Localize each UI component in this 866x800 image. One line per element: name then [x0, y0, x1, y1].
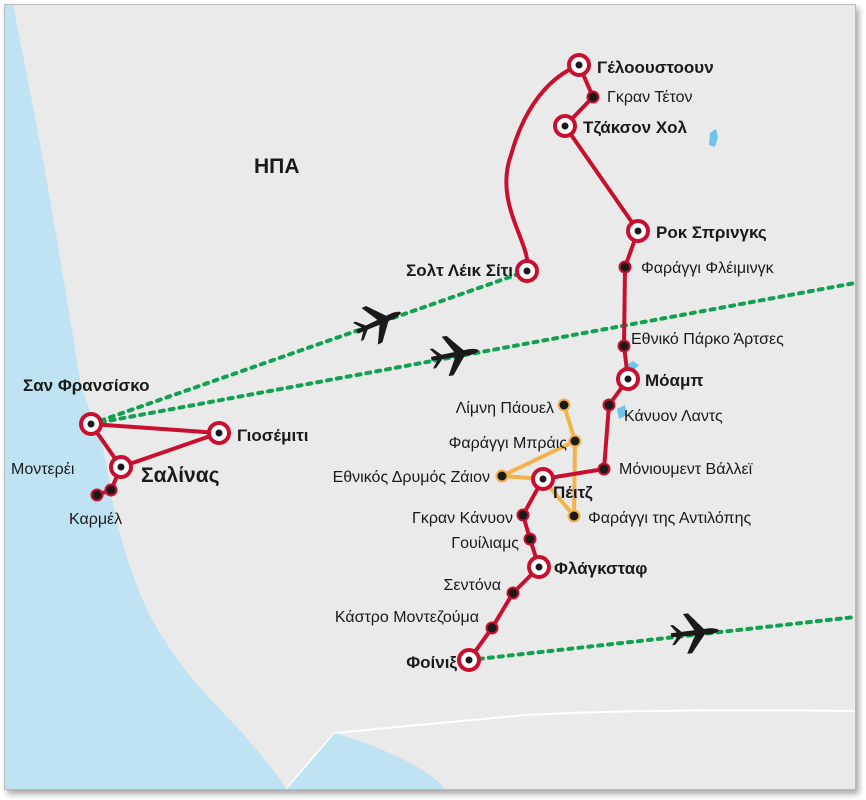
place-label-salt-lake-city: Σολτ Λέικ Σίτι	[406, 261, 513, 280]
place-label-moab: Μόαμπ	[645, 371, 703, 390]
stop-center-dot	[465, 656, 473, 664]
stop-center-dot	[523, 267, 531, 275]
place-label-zion: Εθνικός Δρυμός Ζάιον	[333, 469, 490, 486]
place-label-yosemite: Γιοσέμιτι	[237, 426, 309, 445]
airplane-icon	[429, 335, 479, 377]
stop-dot	[586, 90, 600, 104]
place-label-canyonlands: Κάνυον Λαντς	[624, 408, 723, 425]
california-route-line	[89, 422, 221, 469]
stop-dot	[567, 509, 581, 523]
stop-dot	[523, 532, 537, 546]
pacific-ocean	[5, 5, 287, 789]
stop-dot	[557, 398, 571, 412]
place-label-arches: Εθνικό Πάρκο Άρτσες	[631, 331, 784, 348]
mexico-border	[286, 709, 855, 789]
place-label-yellowstone: Γέλοουστοουν	[597, 58, 714, 77]
stop-dot	[516, 508, 530, 522]
place-label-grand-canyon: Γκραν Κάνυον	[412, 510, 513, 527]
route-loop	[504, 63, 580, 272]
place-label-salinas: Σαλίνας	[141, 464, 220, 487]
place-label-san-francisco: Σαν Φρανσίσκο	[23, 376, 150, 395]
place-label-carmel: Καρμέλ	[69, 511, 122, 528]
flight-line	[467, 615, 855, 662]
main-route-line	[467, 64, 640, 662]
stop-dot	[495, 469, 509, 483]
place-label-phoenix: Φοίνιξ	[406, 653, 457, 672]
gulf-of-california	[287, 733, 445, 789]
stop-center-dot	[215, 429, 223, 437]
place-label-flaming-gorge: Φαράγγι Φλέιμινγκ	[641, 260, 775, 277]
place-label-grand-teton: Γκραν Τέτον	[607, 89, 692, 106]
place-label-lake-powell: Λίμνη Πάουελ	[456, 400, 554, 417]
flight-line	[89, 269, 529, 426]
place-label-bryce: Φαράγγι Μπράις	[449, 435, 568, 452]
place-label-jackson-hole: Τζάκσον Χολ	[583, 118, 688, 137]
stop-dot	[104, 483, 118, 497]
place-label-antelope: Φαράγγι της Αντιλόπης	[588, 510, 751, 527]
stop-dot	[597, 462, 611, 476]
place-label-sedona: Σεντόνα	[444, 577, 502, 594]
place-label-monterey: Μοντερέι	[11, 461, 75, 478]
stop-dot	[618, 260, 632, 274]
stop-center-dot	[634, 227, 642, 235]
stop-center-dot	[535, 563, 543, 571]
airplane-icon	[352, 305, 401, 345]
airplane-icon	[670, 613, 719, 654]
stop-center-dot	[539, 475, 547, 483]
stop-center-dot	[575, 61, 583, 69]
place-label-rock-springs: Ροκ Σπρινγκς	[656, 223, 767, 242]
place-label-montezuma: Κάστρο Μοντεζούμα	[335, 609, 479, 626]
stop-center-dot	[117, 463, 125, 471]
place-label-monument-valley: Μόνιουμεντ Βάλλεϊ	[619, 461, 753, 478]
lake-jackson	[709, 129, 718, 147]
stop-center-dot	[624, 375, 632, 383]
place-label-flagstaff: Φλάγκσταφ	[554, 559, 647, 578]
stop-dot	[506, 586, 520, 600]
stop-dot	[90, 488, 104, 502]
place-label-page: Πέιτζ	[553, 483, 593, 502]
lake-canyon	[617, 405, 627, 419]
route-stops	[79, 53, 650, 672]
place-label-williams: Γουίλιαμς	[451, 535, 519, 552]
stop-dot	[568, 434, 582, 448]
flight-icons	[352, 305, 719, 654]
stop-dot	[485, 621, 499, 635]
country-label: ΗΠΑ	[254, 155, 300, 178]
stop-dot	[617, 339, 631, 353]
stop-dot	[602, 398, 616, 412]
stop-center-dot	[87, 420, 95, 428]
stop-center-dot	[561, 122, 569, 130]
